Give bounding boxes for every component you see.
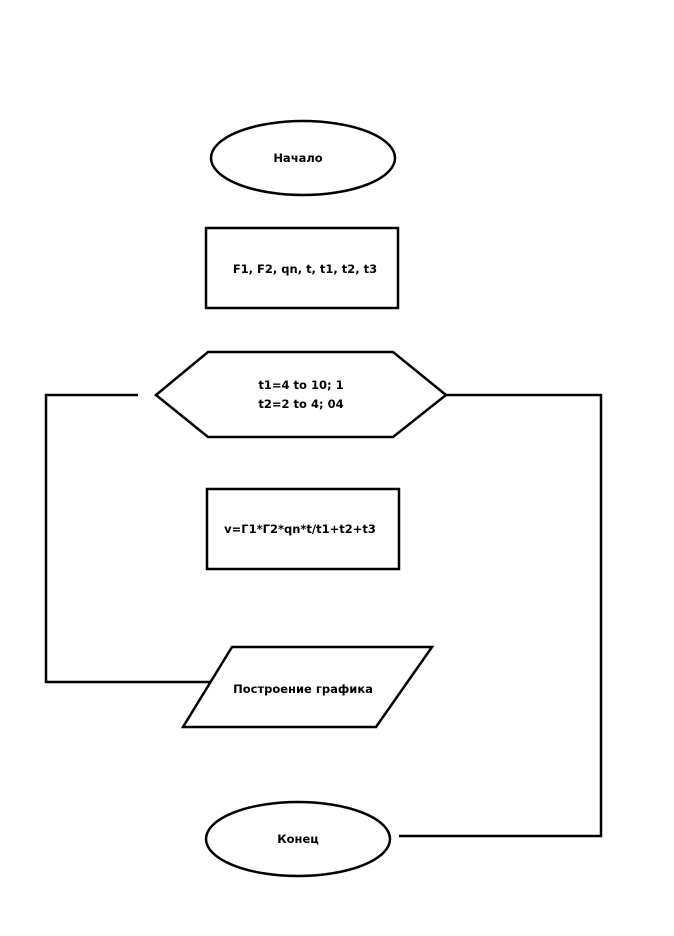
output-block: Построение графика: [180, 645, 435, 729]
loop-block: t1=4 to 10; 1 t2=2 to 4; 04: [154, 350, 448, 439]
end-label: Конец: [277, 832, 319, 846]
process-block: v=Г1*Г2*qn*t/t1+t2+t3: [205, 487, 401, 571]
input-label: F1, F2, qn, t, t1, t2, t3: [233, 262, 377, 276]
loop-line-2: t2=2 to 4; 04: [258, 397, 343, 411]
start-terminator: Начало: [209, 119, 397, 197]
loop-line-1: t1=4 to 10; 1: [258, 378, 343, 392]
input-block: F1, F2, qn, t, t1, t2, t3: [204, 226, 400, 310]
process-label: v=Г1*Г2*qn*t/t1+t2+t3: [224, 522, 376, 536]
start-label: Начало: [273, 151, 322, 165]
output-label: Построение графика: [233, 682, 373, 696]
loop-exit-connector: [399, 393, 603, 838]
end-terminator: Конец: [204, 800, 392, 878]
loop-return-connector: [44, 393, 212, 684]
